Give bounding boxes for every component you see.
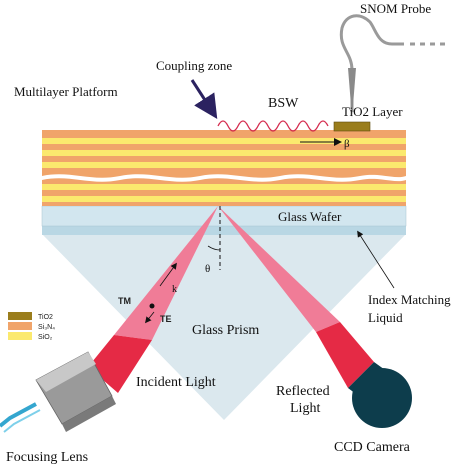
- beta-label: β: [344, 138, 350, 150]
- legend-label-sio2: SiO₂: [38, 334, 53, 341]
- incident-light-label: Incident Light: [136, 375, 216, 390]
- legend: TiO2 Si₃N₄ SiO₂: [8, 312, 55, 341]
- coupling-zone-arrow: [190, 79, 218, 120]
- ccd-camera: [348, 362, 412, 428]
- index-matching-label-2: Liquid: [368, 310, 403, 325]
- reflected-light-label-2: Light: [290, 401, 320, 416]
- coupling-zone-label: Coupling zone: [156, 58, 232, 73]
- tm-label: TM: [118, 296, 131, 306]
- legend-swatch-tio2: [8, 312, 32, 320]
- reflected-beam: [218, 206, 374, 388]
- theta-label: θ: [205, 263, 210, 275]
- tio2-layer-block: [333, 121, 371, 132]
- legend-swatch-si3n4: [8, 322, 32, 330]
- te-arrow: [145, 311, 155, 324]
- focusing-lens-label: Focusing Lens: [6, 450, 88, 465]
- legend-label-si3n4: Si₃N₄: [38, 324, 55, 331]
- legend-label-tio2: TiO2: [38, 314, 53, 321]
- focusing-lens: [0, 351, 116, 433]
- snom-probe-label: SNOM Probe: [360, 1, 431, 16]
- ccd-camera-label: CCD Camera: [334, 440, 411, 455]
- theta-arc: [207, 245, 221, 251]
- index-matching-label: Index Matching: [368, 292, 451, 307]
- index-matching-liquid-layer: [42, 225, 406, 235]
- bsw-wave: [217, 120, 329, 132]
- multilayer-platform-label: Multilayer Platform: [14, 84, 118, 99]
- snom-probe: [339, 14, 450, 118]
- legend-swatch-sio2: [8, 332, 32, 340]
- reflected-light-label: Reflected: [276, 384, 330, 399]
- bsw-label: BSW: [268, 96, 299, 111]
- tm-marker: [149, 303, 155, 309]
- te-label: TE: [160, 314, 172, 324]
- incident-beam: [88, 206, 218, 393]
- tio2-layer-label: TiO2 Layer: [342, 104, 403, 119]
- glass-prism: [42, 234, 406, 420]
- glass-prism-label: Glass Prism: [192, 323, 259, 338]
- index-matching-pointer: [357, 230, 395, 289]
- k-label: k: [172, 284, 177, 295]
- glass-wafer: [41, 205, 407, 227]
- multilayer-stack: [42, 130, 406, 206]
- glass-wafer-label: Glass Wafer: [278, 209, 342, 224]
